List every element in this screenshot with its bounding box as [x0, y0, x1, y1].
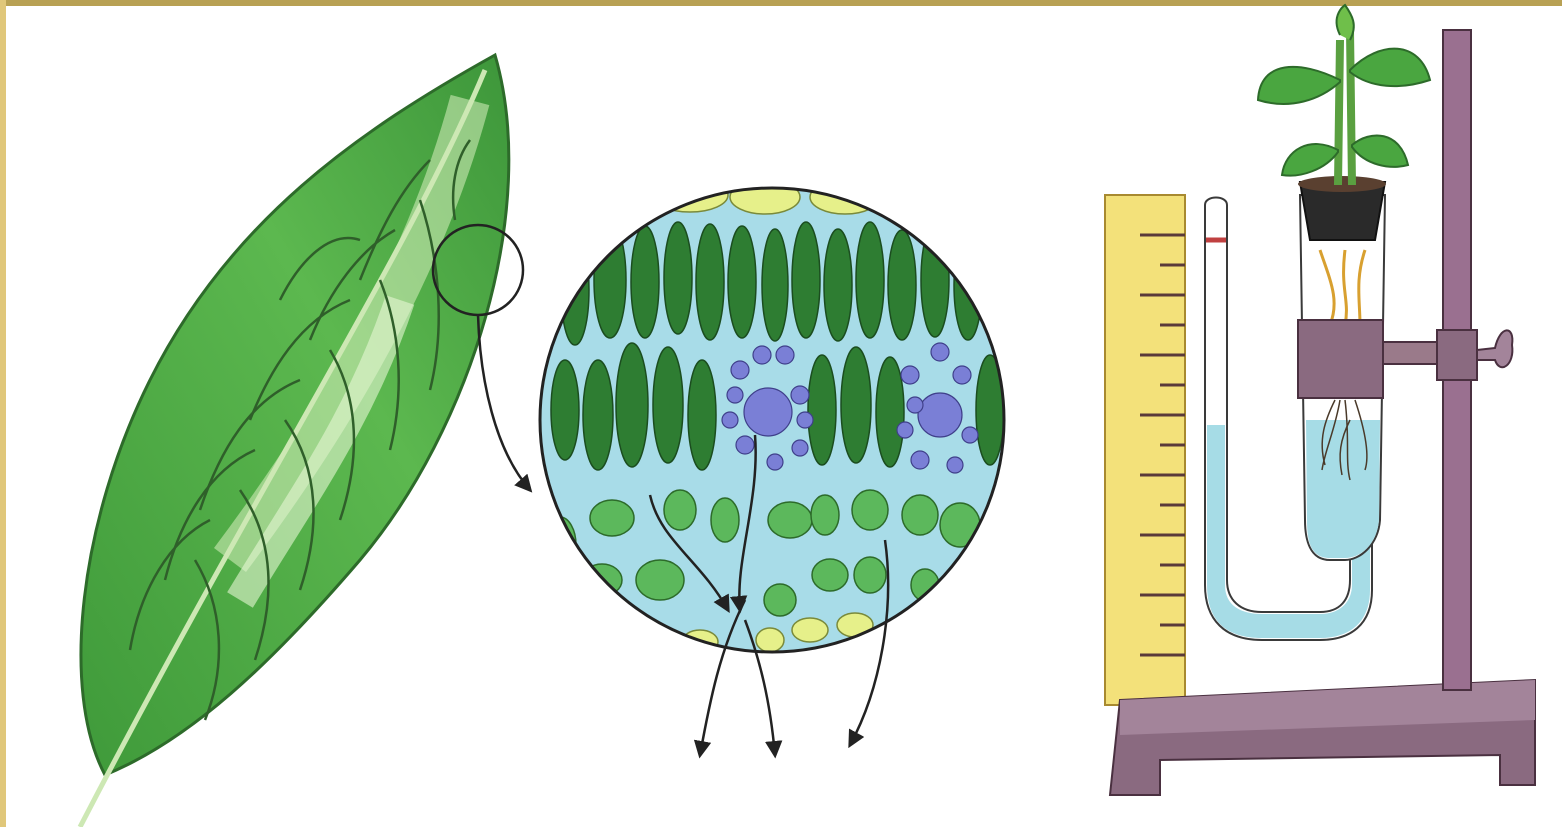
plant	[1258, 5, 1430, 185]
leaf	[80, 55, 523, 827]
wing-nut	[1477, 330, 1512, 367]
leaf-cross-section	[530, 130, 1025, 755]
transpiration-apparatus	[1105, 5, 1535, 795]
zoom-arrow	[478, 315, 530, 490]
stopper	[1298, 320, 1383, 398]
upper-epidermis	[530, 150, 1020, 180]
clamp-block	[1437, 330, 1477, 380]
top-frame-border	[0, 0, 1562, 6]
left-frame-border	[0, 0, 6, 827]
measuring-scale	[1105, 195, 1185, 705]
